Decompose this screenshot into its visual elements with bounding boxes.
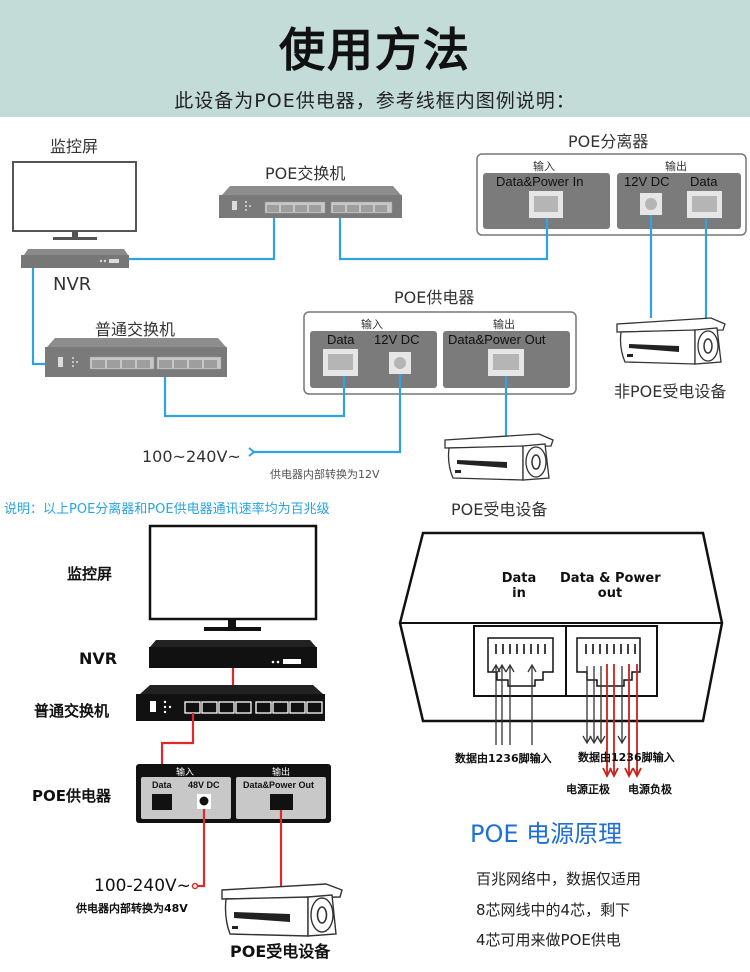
- normal-switch-icon-bottom: [136, 685, 325, 721]
- injector-input-label: 输入: [361, 318, 383, 331]
- injector-dc-port-label-bottom: 48V DC: [188, 780, 220, 790]
- left-pins-caption: 数据由1236脚输入: [455, 752, 552, 765]
- poe-principle-box: [398, 531, 724, 779]
- nvr-icon-bottom: [149, 640, 317, 668]
- poe-splitter-icon: [476, 153, 747, 236]
- injector-label-bottom: POE供电器: [32, 787, 111, 805]
- splitter-input-port-label: Data&Power In: [496, 174, 584, 189]
- page-title: 使用方法: [279, 23, 471, 77]
- nvr-label-bottom: NVR: [79, 649, 118, 668]
- normal-switch-icon: [45, 338, 227, 377]
- splitter-data-port-label: Data: [690, 174, 718, 189]
- network-cables: [31, 215, 708, 454]
- power-negative-label: 电源负极: [628, 783, 672, 796]
- data-output-arrows: [582, 666, 627, 745]
- right-pins-caption: 数据由1236脚输入: [578, 751, 675, 764]
- injector-input-label-bottom: 输入: [176, 768, 195, 778]
- splitter-dc-port-label: 12V DC: [624, 174, 670, 189]
- nvr-icon: [21, 249, 129, 268]
- non-poe-camera-icon: [616, 317, 726, 365]
- principle-desc-line3: 4芯可用来做POE供电: [476, 931, 621, 949]
- principle-title: POE 电源原理: [470, 820, 623, 848]
- injector-data-port-label-bottom: Data: [152, 780, 172, 790]
- data-power-out-line2: out: [597, 586, 623, 601]
- injector-data-port-label: Data: [327, 332, 355, 347]
- poe-camera-icon: [444, 433, 554, 481]
- splitter-output-label: 输出: [665, 160, 687, 173]
- splitter-title: POE分离器: [568, 132, 649, 151]
- header-banner: 使用方法 此设备为POE供电器，参考线框内图例说明：: [0, 0, 750, 117]
- principle-desc-line1: 百兆网络中，数据仅适用: [476, 870, 642, 888]
- normal-switch-label-bottom: 普通交换机: [34, 702, 110, 720]
- splitter-input-label: 输入: [533, 160, 555, 173]
- power-positive-label: 电源正极: [566, 783, 610, 796]
- injector-output-port-label-bottom: Data&Power Out: [243, 780, 315, 790]
- poe-device-label: POE受电设备: [451, 500, 548, 519]
- injector-title: POE供电器: [394, 288, 475, 307]
- data-power-out-line1: Data & Power: [560, 571, 661, 586]
- top-diagram: [12, 153, 747, 481]
- poe-device-label-bottom: POE受电设备: [230, 942, 331, 961]
- injector-dc-port-label: 12V DC: [374, 332, 420, 347]
- normal-switch-label: 普通交换机: [95, 320, 176, 339]
- speed-note: 说明：以上POE分离器和POE供电器通讯速率均为百兆级: [4, 502, 330, 517]
- monitor-label-bottom: 监控屏: [67, 565, 113, 583]
- data-in-line1: Data: [501, 571, 537, 586]
- monitor-label: 监控屏: [50, 137, 99, 156]
- conversion-note: 供电器内部转换为12V: [270, 468, 380, 481]
- ac-input-label-bottom: 100-240V~: [94, 876, 191, 896]
- nvr-label: NVR: [53, 274, 92, 295]
- poe-camera-icon-bottom: [221, 883, 343, 937]
- monitor-icon-bottom: [148, 524, 318, 631]
- data-power-out-label: Data & Power out: [560, 571, 661, 601]
- data-in-line2: in: [512, 586, 526, 601]
- injector-output-label-bottom: 输出: [272, 768, 291, 778]
- injector-output-port-label: Data&Power Out: [448, 332, 546, 347]
- principle-desc-line2: 8芯网线中的4芯，剩下: [476, 901, 631, 919]
- data-input-arrows: [491, 663, 537, 745]
- poe-switch-label: POE交换机: [265, 164, 346, 183]
- injector-output-label: 输出: [493, 318, 515, 331]
- ac-plug-icon-bottom: [191, 882, 199, 890]
- monitor-icon: [12, 161, 137, 240]
- ac-plug-icon: [248, 447, 256, 457]
- data-in-label: Data in: [497, 571, 541, 601]
- poe-injector-icon-bottom: [136, 764, 331, 823]
- poe-switch-icon: [219, 186, 402, 218]
- poe-injector-icon: [303, 311, 577, 395]
- page-subtitle: 此设备为POE供电器，参考线框内图例说明：: [174, 90, 576, 112]
- ac-input-label: 100~240V~: [142, 447, 241, 466]
- conversion-note-bottom: 供电器内部转换为48V: [76, 902, 188, 915]
- non-poe-device-label: 非POE受电设备: [614, 382, 727, 401]
